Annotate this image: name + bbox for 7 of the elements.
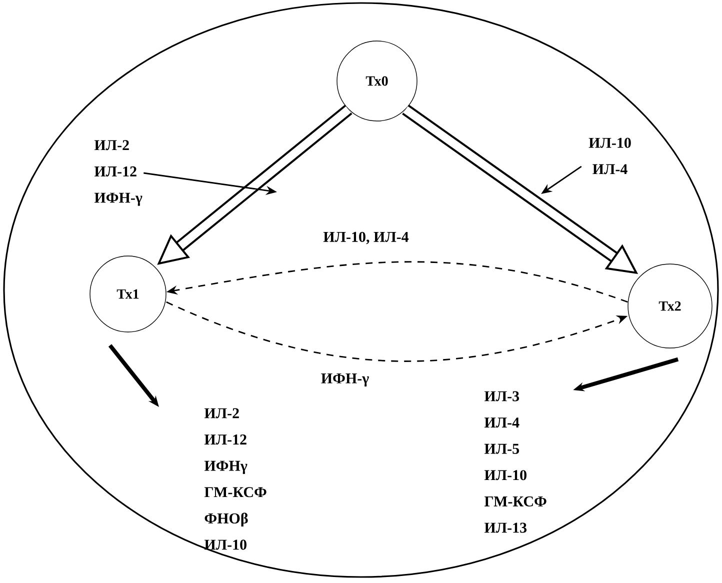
cytokine-list: ИЛ-2 ИЛ-12 ИФН-γ (94, 140, 142, 206)
cytokine-list: ИЛ-10 ИЛ-4 (588, 138, 631, 174)
edge-label: ИФН-γ (320, 372, 370, 388)
cell-ellipse (3, 2, 719, 578)
cytokine-list: ИЛ-2 ИЛ-12 ИФНγ ГМ-КСФ ФНОβ ИЛ-10 (204, 408, 266, 550)
edge-label: ИЛ-10, ИЛ-4 (322, 230, 410, 246)
cytokine-list: ИЛ-3 ИЛ-4 ИЛ-5 ИЛ-10 ГМ-КСФ ИЛ-13 (484, 391, 546, 533)
